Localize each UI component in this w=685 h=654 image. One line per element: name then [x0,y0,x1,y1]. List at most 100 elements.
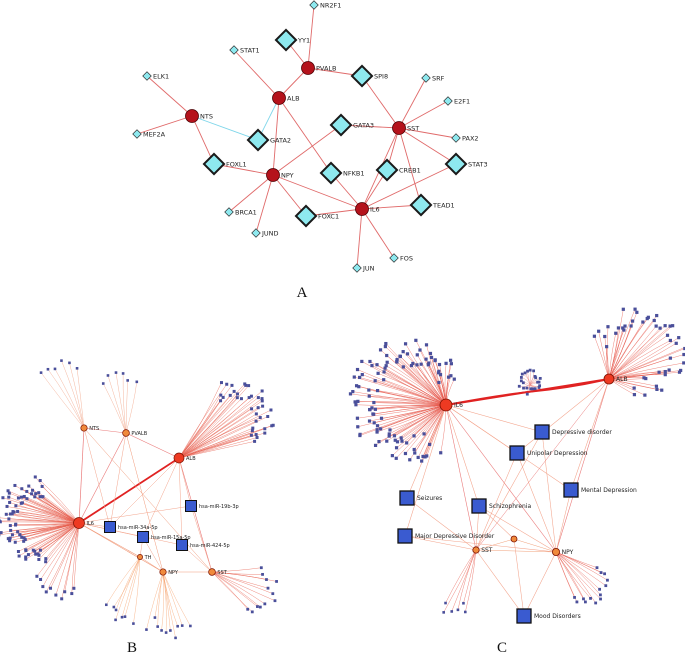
c-hub-node-il6[interactable]: IL6 [439,398,463,412]
c-il6-target-node [358,432,362,436]
hub-label-pvalb: PVALB [131,431,147,437]
node-spi8[interactable]: SPI8 [350,64,388,88]
hub-label-sst: SST [217,570,227,576]
c-alb-target-node [623,324,627,328]
node-il6[interactable]: IL6 [355,202,380,216]
disease-node-dd[interactable]: Depressive disorder [534,424,612,440]
disease-node-md[interactable]: Mental Depression [563,482,637,498]
c-mid-target-node [537,386,541,389]
disease-node-mo[interactable]: Mood Disorders [516,608,581,624]
disease-node-mdd[interactable]: Major Depressive Disorder [397,528,495,544]
pvalb-edge [107,375,127,434]
c-mid-target-node [538,376,542,380]
node-srf[interactable]: SRF [421,73,445,83]
il6-target-node [37,553,41,557]
hub-node-sst[interactable]: SST [208,568,228,576]
c-hub-label-il6: IL6 [454,402,463,409]
node-e2f1[interactable]: E2F1 [443,96,470,106]
mirna-node-m15a[interactable]: hsa-miR-15a-5p [137,531,191,543]
il6-target-node [7,495,11,499]
node-gata2[interactable]: GATA2 [246,128,291,152]
c-hub-node-npy[interactable]: NPY [552,548,574,556]
c-npy-target-node [584,600,587,604]
node-stat1[interactable]: STAT1 [229,45,260,55]
sst-edge [211,571,276,601]
node-nfkb1[interactable]: NFKB1 [319,161,365,185]
mirna-node-m19b[interactable]: hsa-miR-19b-3p [185,500,239,512]
mirna-node-m424[interactable]: hsa-miR-424-5p [176,539,230,551]
hub-node-nts[interactable]: NTS [80,424,99,432]
node-pvalb[interactable]: PVALB [301,61,337,75]
il6-target-node [24,549,28,553]
node-npy[interactable]: NPY [266,168,294,182]
npy-target-node [153,616,157,619]
il6-lower-edge [46,522,80,593]
c-npy-edge [555,551,596,604]
panel-a-letter: A [297,285,308,301]
node-nr2f1[interactable]: NR2F1 [309,0,342,10]
node-nts[interactable]: NTS [185,109,213,123]
node-stat3[interactable]: STAT3 [444,152,488,176]
node-label-gata3: GATA3 [353,121,374,129]
il6-target-node [24,555,28,559]
node-jund[interactable]: JUND [251,228,279,238]
hub-node-pvalb[interactable]: PVALB [122,429,148,437]
mirna-edge-m424-il6 [78,522,183,546]
edge-alb-pvalb [125,432,180,459]
alb-target-node [271,423,275,427]
alb-target-node [244,383,248,387]
node-yy1[interactable]: YY1 [274,28,310,52]
disease-node-ud[interactable]: Unipolar Depression [509,445,588,461]
pvalb-edge [115,372,127,434]
disease-edge-sz-sst [406,497,477,551]
disease-node-sz[interactable]: Seizures [399,490,442,506]
node-alb[interactable]: ALB [272,91,300,105]
c-il6-target-node [367,419,372,423]
sst-target-node [263,602,267,606]
node-foxc1[interactable]: FOXC1 [294,204,339,228]
node-creb1[interactable]: CREB1 [375,158,421,182]
il6-target-node [37,491,41,495]
node-fos[interactable]: FOS [389,253,413,263]
il6-target-node [16,509,20,513]
c-mid-target-node [517,384,521,388]
nts-edge [47,369,85,429]
node-foxl1[interactable]: FOXL1 [202,152,247,176]
node-sst[interactable]: SST [392,121,420,135]
il6-lower-target-node [60,597,64,601]
c-alb-target-node [677,336,681,340]
c-sst-target-node [442,611,445,614]
sst-target-node [258,605,262,609]
node-elk1[interactable]: ELK1 [142,71,169,81]
c-il6-target-node [387,434,391,438]
il6-target-node [17,554,21,558]
sst-target-node [246,607,250,611]
tf-node-brca1 [224,207,234,217]
c-mid-target-node [526,369,529,373]
node-jun[interactable]: JUN [352,263,375,273]
node-mef2a[interactable]: MEF2A [132,129,166,139]
il6-target-node [38,479,42,483]
node-tead1[interactable]: TEAD1 [409,193,455,217]
hub-node-npy[interactable]: NPY [159,568,179,576]
node-label-elk1: ELK1 [153,72,169,80]
c-hub-node-unlabeled[interactable] [510,535,518,543]
c-alb-target-node [603,334,607,339]
c-hub-node-sst[interactable]: SST [472,546,493,554]
node-pax2[interactable]: PAX2 [451,133,479,143]
c-il6-target-node [367,388,371,392]
hub-node-alb[interactable]: ALB [173,452,196,464]
mirna-node-m34a[interactable]: hsa-miR-34a-5p [104,521,158,533]
node-brca1[interactable]: BRCA1 [224,207,257,217]
c-alb-target-node [643,393,647,397]
disease-node-sc[interactable]: Schizophrenia [471,498,532,514]
il6-target-node [4,512,8,516]
alb-target-node [219,381,223,385]
node-gata3[interactable]: GATA3 [329,113,374,137]
c-hub-node-alb[interactable]: ALB [603,373,628,385]
alb-target-node [236,392,240,396]
sst-target-node [259,566,263,570]
hub-node-th[interactable]: TH [137,554,152,561]
hub-node-il6[interactable]: IL6 [73,517,94,529]
edge-alb-sst [475,378,610,551]
